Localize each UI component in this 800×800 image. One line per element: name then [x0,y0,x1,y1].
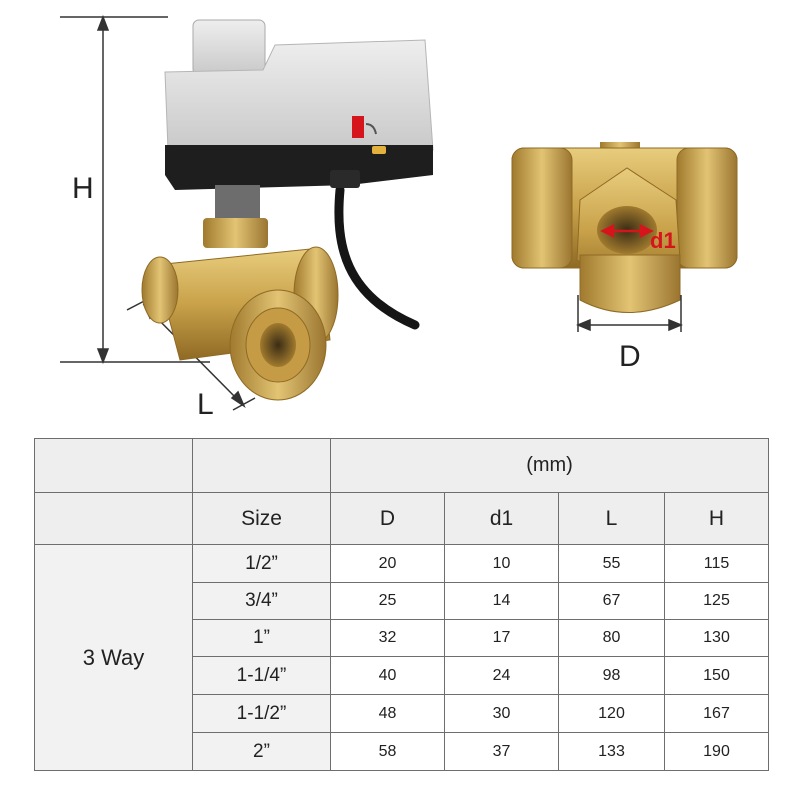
cell-h: 125 [663,582,770,620]
valve-end-view [511,142,738,313]
cell-l: 55 [558,544,665,583]
cell-d1: 24 [444,656,559,695]
table-corner-cell [34,438,193,493]
d-dimension-label: D [619,340,641,373]
cell-d: 25 [330,582,445,620]
cell-size: 2” [192,732,331,771]
cell-size: 1/2” [192,544,331,583]
cell-d1: 17 [444,619,559,657]
cell-d: 58 [330,732,445,771]
table-header-row: (mm) [34,438,770,493]
valve-illustration [60,14,738,411]
cell-l: 80 [558,619,665,657]
table-blank-cell [192,438,331,493]
cell-d1: 10 [444,544,559,583]
l-dimension-label: L [197,388,214,421]
header-l: L [558,492,665,545]
actuator [164,19,434,248]
cell-d: 40 [330,656,445,695]
cell-size: 3/4” [192,582,331,620]
unit-header: (mm) [329,438,770,493]
cell-h: 130 [663,619,770,657]
cell-d: 48 [330,694,445,733]
header-h: H [663,492,770,545]
cell-d1: 14 [444,582,559,620]
cell-size: 1-1/4” [192,656,331,695]
cell-l: 120 [558,694,665,733]
cell-d: 32 [330,619,445,657]
product-figure: H L D d1 [60,14,738,421]
cell-d1: 37 [444,732,559,771]
h-dimension-line [60,14,210,365]
table-column-headers: Size D d1 L H [34,492,770,545]
spec-table: (mm) Size D d1 L H 3 Way 1/2” 20 10 55 1… [34,438,770,771]
table-row: 1-1/2” 48 30 120 167 [35,694,770,733]
cell-size: 1” [192,619,331,657]
group-label: 3 Way [34,544,193,771]
cell-h: 167 [663,694,770,733]
table-row: 2” 58 37 133 190 [35,732,770,771]
header-d1: d1 [444,492,559,545]
table-row: 1-1/4” 40 24 98 150 [35,656,770,695]
header-size: Size [192,492,331,545]
power-cable [334,185,420,330]
cell-l: 98 [558,656,665,695]
cell-d1: 30 [444,694,559,733]
cell-l: 133 [558,732,665,771]
cell-d: 20 [330,544,445,583]
cell-h: 115 [663,544,770,583]
cell-l: 67 [558,582,665,620]
d-dimension-line [576,295,683,332]
cell-h: 190 [663,732,770,771]
table-row: 3 Way 1/2” 20 10 55 115 [34,544,770,771]
d1-dimension-label: d1 [650,228,676,253]
cell-h: 150 [663,656,770,695]
cell-size: 1-1/2” [192,694,331,733]
valve-body [141,246,339,401]
h-dimension-label: H [72,172,94,205]
table-blank-cell [34,492,193,545]
header-d: D [330,492,445,545]
